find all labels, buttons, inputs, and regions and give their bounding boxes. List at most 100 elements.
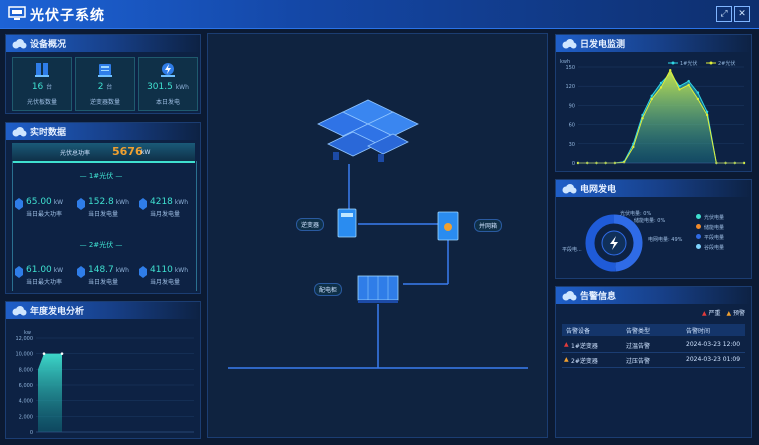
ratio-chart <box>585 214 643 272</box>
y-tick-label: 0 <box>572 161 575 167</box>
system-diagram: 逆变器 并网箱 配电柜 <box>207 33 548 438</box>
maximize-icon[interactable]: ⤢ <box>716 6 732 22</box>
ratio-label-pv: 光伏电量: 0% <box>620 211 652 217</box>
alarm-legend: ▲ 严重 ▲ 预警 <box>701 310 745 317</box>
data-point <box>650 94 653 97</box>
bar <box>38 353 62 432</box>
inverter-count-label: 逆变器数量 <box>89 99 120 106</box>
data-point <box>659 86 663 89</box>
pv1-max-power: 65.00 kW 当日最大功率 <box>14 195 74 225</box>
table-row[interactable]: ▲ 1#逆变器 过温告警 2024-03-23 12:00 <box>562 338 745 353</box>
cabinet-device-icon[interactable] <box>357 275 399 303</box>
series-area <box>578 70 744 163</box>
close-icon[interactable]: ✕ <box>734 6 750 22</box>
inverter-count-value: 2 台 <box>97 82 113 92</box>
alarm-panel-header: 告警信息 <box>556 287 751 304</box>
y-tick-label: 150 <box>565 65 575 71</box>
y-axis-label: kwh <box>560 59 570 65</box>
daily-energy-card: 301.5 kWh 本日发电 <box>138 57 198 111</box>
ratio-legend: 光伏电量 储能电量 平段电量 谷段电量 <box>696 214 724 254</box>
title-bar: 光伏子系统 ⤢ ✕ <box>0 0 759 29</box>
cloud-icon <box>562 184 577 194</box>
y-tick-label: 8,000 <box>19 367 33 373</box>
data-point <box>705 110 709 113</box>
alarm-panel: 告警信息 ▲ 严重 ▲ 预警 告警设备 告警类型 告警时间 ▲ 1#逆变器 过温… <box>555 286 752 438</box>
gauge-icon <box>77 266 85 278</box>
inverter-count-card: 2 台 逆变器数量 <box>75 57 135 111</box>
y-tick-label: 30 <box>569 142 575 148</box>
realtime-panel: 实时数据 光伏总功率 5676 kW — 1#光伏 — 65.00 kW 当日最… <box>5 122 201 294</box>
grid-box-label: 并网箱 <box>474 219 503 232</box>
data-point <box>42 352 46 355</box>
legend-label: 2#光伏 <box>718 60 735 67</box>
data-point <box>687 79 690 83</box>
monitor-icon <box>8 6 26 20</box>
gauge-icon <box>15 266 23 278</box>
data-point <box>60 352 64 355</box>
data-point <box>650 97 653 101</box>
alarm-title: 告警信息 <box>580 292 617 302</box>
inverter-icon <box>98 64 112 77</box>
y-tick-label: 90 <box>569 103 575 109</box>
severe-icon: ▲ <box>701 310 707 317</box>
legend-peak: 平段电量 <box>696 234 724 244</box>
daily-energy-value: 301.5 kWh <box>147 82 189 92</box>
yearly-panel-header: 年度发电分析 <box>6 302 200 319</box>
legend-label: 1#光伏 <box>680 60 697 67</box>
pie-slice <box>613 214 643 272</box>
warning-icon: ▲ <box>726 310 732 317</box>
app-title: 光伏子系统 <box>30 8 105 24</box>
legend-storage: 储能电量 <box>696 224 724 234</box>
solar-array-icon <box>317 99 419 162</box>
data-point <box>678 85 681 88</box>
realtime-title: 实时数据 <box>30 128 67 138</box>
cabinet-label: 配电柜 <box>314 283 343 296</box>
pie-slice <box>585 214 616 272</box>
y-tick-label: 6,000 <box>19 383 33 389</box>
y-tick-label: 4,000 <box>19 399 33 405</box>
cloud-icon <box>562 39 577 49</box>
pv1-daily-energy: 152.8 kWh 当日发电量 <box>76 195 136 225</box>
inverter-device-icon[interactable] <box>337 208 357 238</box>
equipment-panel: 设备概况 16 台 光伏板数量 2 台 逆变器数量 301.5 kWh 本日发电 <box>5 34 201 114</box>
total-power-value: 5676 <box>112 145 143 158</box>
gauge-icon <box>15 198 23 210</box>
legend-pv: 光伏电量 <box>696 214 724 224</box>
panel-count-value: 16 台 <box>31 82 53 92</box>
pv2-daily-energy: 148.7 kWh 当日发电量 <box>76 263 136 293</box>
ratio-panel: 电网发电 光伏电量: 0% 储能电量: 0% 电网电量: 49% 平段电... … <box>555 179 752 279</box>
gauge-icon <box>139 198 147 210</box>
total-power-label: 光伏总功率 <box>60 150 91 157</box>
data-point <box>632 145 635 149</box>
table-row[interactable]: ▲ 2#逆变器 过压告警 2024-03-23 01:09 <box>562 353 745 368</box>
y-tick-label: 10,000 <box>16 352 34 358</box>
pv1-group-title: — 1#光伏 — <box>79 172 123 180</box>
cloud-icon <box>12 127 27 137</box>
gauge-icon <box>139 266 147 278</box>
lightning-icon <box>610 236 618 250</box>
data-point <box>705 113 709 117</box>
pv2-monthly-energy: 4110 kWh 当月发电量 <box>138 263 198 293</box>
ratio-label-storage: 储能电量: 0% <box>634 218 666 224</box>
solar-panel-icon <box>35 63 49 77</box>
y-tick-label: 2,000 <box>19 414 33 420</box>
grid-box-device-icon[interactable] <box>437 211 459 241</box>
legend-marker <box>671 61 675 65</box>
warning-icon: ▲ <box>564 356 569 363</box>
ratio-panel-header: 电网发电 <box>556 180 751 197</box>
legend-valley: 谷段电量 <box>696 244 724 254</box>
data-point <box>669 69 672 72</box>
gauge-icon <box>77 198 85 210</box>
total-power-unit: kW <box>141 149 151 156</box>
ratio-label-peak: 平段电... <box>562 247 582 253</box>
pv2-max-power: 61.00 kW 当日最大功率 <box>14 263 74 293</box>
realtime-panel-header: 实时数据 <box>6 123 200 140</box>
equipment-panel-header: 设备概况 <box>6 35 200 52</box>
data-point <box>659 81 663 85</box>
y-tick-label: 120 <box>565 84 575 90</box>
ratio-label-grid: 电网电量: 49% <box>648 237 683 243</box>
